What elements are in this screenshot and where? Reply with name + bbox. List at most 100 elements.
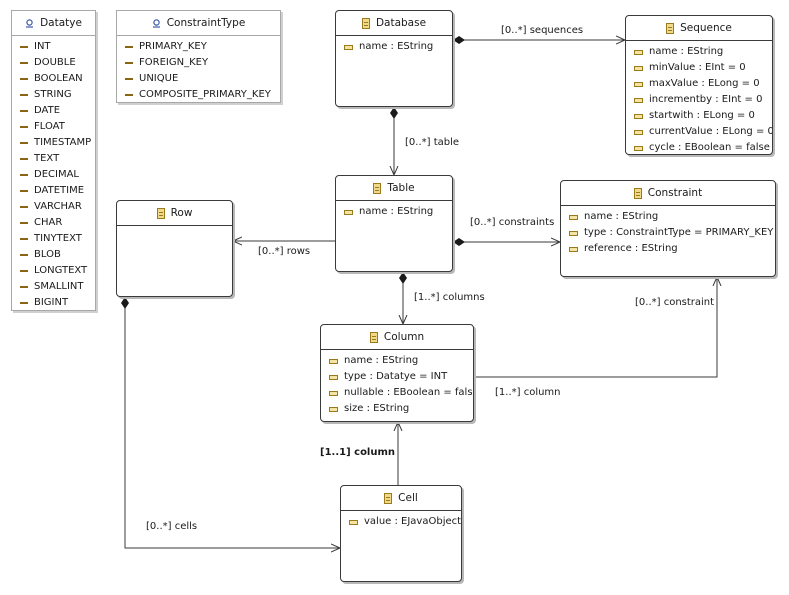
literal-label: PRIMARY_KEY	[139, 41, 207, 52]
attribute-row: minValue : EInt = 0	[626, 60, 772, 76]
enum-literal: VARCHAR	[12, 199, 95, 215]
relation-sequences-label: [0..*] sequences	[501, 25, 584, 36]
literal-label: DECIMAL	[34, 169, 79, 180]
relation-table-label: [0..*] table	[405, 137, 460, 148]
relation-cells-line[interactable]	[124, 297, 340, 548]
attribute-row: name : EString	[321, 353, 473, 369]
class-icon	[384, 492, 393, 504]
literal-icon	[20, 302, 28, 304]
class-header: Cell	[341, 486, 461, 511]
enum-literal: COMPOSITE_PRIMARY_KEY	[117, 87, 280, 102]
attribute-icon	[569, 246, 578, 252]
attribute-row: name : EString	[626, 44, 772, 60]
attribute-label: currentValue : ELong = 0	[649, 126, 773, 137]
literal-icon	[20, 270, 28, 272]
class-name: Cell	[398, 492, 418, 504]
class-row[interactable]: Row	[116, 200, 233, 297]
literal-label: DATETIME	[34, 185, 85, 196]
relation-constraints-diamond	[453, 238, 465, 246]
attribute-icon	[634, 113, 643, 119]
class-sequence[interactable]: Sequence name : EString minValue : EInt = …	[625, 15, 773, 155]
class-icon	[369, 331, 378, 343]
enum-literal: PRIMARY_KEY	[117, 39, 280, 55]
class-name: Column	[383, 331, 425, 343]
class-attributes: value : EJavaObject	[341, 511, 461, 530]
literal-label: INT	[34, 41, 51, 52]
attribute-icon	[329, 390, 338, 396]
enum-literal: DATETIME	[12, 183, 95, 199]
attribute-label: name : EString	[359, 206, 434, 217]
literal-icon	[125, 46, 133, 48]
enum-literal: TIMESTAMP	[12, 135, 95, 151]
attribute-row: nullable : EBoolean = false	[321, 385, 473, 401]
attribute-icon	[344, 209, 353, 215]
enum-literal: STRING	[12, 87, 95, 103]
attribute-icon	[349, 519, 358, 525]
class-header: Sequence	[626, 16, 772, 41]
attribute-label: incrementby : EInt = 0	[649, 94, 763, 105]
literal-label: COMPOSITE_PRIMARY_KEY	[139, 89, 271, 100]
relation-cells-label: [0..*] cells	[146, 521, 198, 532]
enum-literal: FOREIGN_KEY	[117, 55, 280, 71]
literal-label: DOUBLE	[34, 57, 76, 68]
relation-columns-diamond	[399, 272, 407, 284]
literal-label: SMALLINT	[34, 281, 84, 292]
attribute-icon	[634, 129, 643, 135]
literal-label: BOOLEAN	[34, 73, 83, 84]
literal-icon	[20, 286, 28, 288]
enum-literal: BIGINT	[12, 295, 95, 310]
literal-icon	[20, 94, 28, 96]
attribute-row: type : ConstraintType = PRIMARY_KEY	[561, 225, 775, 241]
attribute-row: incrementby : EInt = 0	[626, 92, 772, 108]
attribute-icon	[634, 97, 643, 103]
attribute-label: value : EJavaObject	[364, 516, 462, 527]
literal-icon	[20, 174, 28, 176]
literal-label: CHAR	[34, 217, 63, 228]
attribute-row: maxValue : ELong = 0	[626, 76, 772, 92]
class-name: Database	[375, 17, 427, 29]
class-header: Database	[336, 11, 452, 36]
class-attributes: name : EString	[336, 201, 452, 220]
class-name: Table	[387, 182, 415, 194]
attribute-label: name : EString	[344, 355, 419, 366]
enum-literal: CHAR	[12, 215, 95, 231]
relation-constraint-ref-line[interactable]	[474, 277, 717, 377]
enum-literal: BLOB	[12, 247, 95, 263]
attribute-row: size : EString	[321, 401, 473, 417]
enum-name: ConstraintType	[166, 17, 246, 29]
literal-label: BLOB	[34, 249, 61, 260]
literal-icon	[125, 62, 133, 64]
literal-icon	[20, 110, 28, 112]
class-table[interactable]: Table name : EString	[335, 175, 453, 272]
attribute-label: name : EString	[649, 46, 724, 57]
attribute-icon	[634, 49, 643, 55]
attribute-row: startwith : ELong = 0	[626, 108, 772, 124]
relation-sequences-diamond	[453, 36, 465, 44]
attribute-row: reference : EString	[561, 241, 775, 257]
literal-label: TEXT	[34, 153, 60, 164]
enum-literal: SMALLINT	[12, 279, 95, 295]
enum-literal: TINYTEXT	[12, 231, 95, 247]
literal-label: DATE	[34, 105, 61, 116]
attribute-icon	[329, 406, 338, 412]
relation-cell-column-label: [1..1] column	[320, 447, 396, 458]
class-icon	[666, 22, 675, 34]
class-icon	[373, 182, 382, 194]
enum-name: Datatye	[40, 17, 82, 29]
attribute-row: value : EJavaObject	[341, 514, 461, 530]
attribute-icon	[569, 214, 578, 220]
class-name: Constraint	[647, 187, 703, 199]
attribute-row: name : EString	[336, 204, 452, 220]
literal-icon	[20, 158, 28, 160]
literal-label: VARCHAR	[34, 201, 82, 212]
class-cell[interactable]: Cell value : EJavaObject	[340, 485, 462, 582]
literal-label: TIMESTAMP	[34, 137, 92, 148]
class-attributes	[117, 226, 232, 229]
